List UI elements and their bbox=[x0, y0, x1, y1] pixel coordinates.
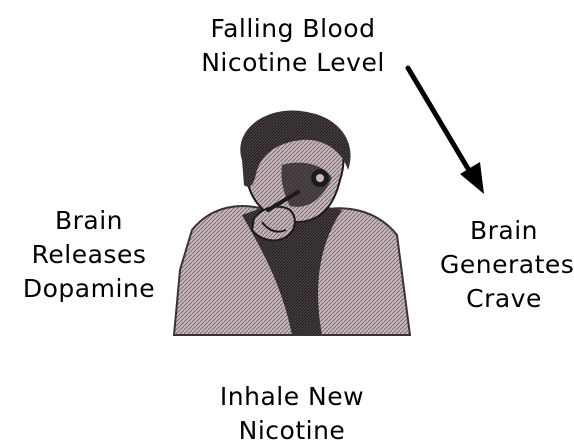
node-brain-releases-dopamine: Brain Releases Dopamine bbox=[14, 204, 164, 306]
node-line: Nicotine Level bbox=[188, 46, 398, 80]
arrow-top-to-right bbox=[400, 60, 500, 200]
node-line: Inhale New bbox=[197, 380, 387, 414]
node-line: Falling Blood bbox=[188, 12, 398, 46]
node-line: Releases bbox=[14, 238, 164, 272]
node-inhale-new-nicotine: Inhale New Nicotine bbox=[197, 380, 387, 448]
node-line: Nicotine bbox=[197, 414, 387, 448]
node-line: Brain bbox=[14, 204, 164, 238]
node-brain-generates-crave: Brain Generates Crave bbox=[440, 214, 568, 316]
node-line: Dopamine bbox=[14, 272, 164, 306]
node-falling-blood-nicotine-level: Falling Blood Nicotine Level bbox=[188, 12, 398, 80]
node-line: Brain bbox=[440, 214, 568, 248]
smoker-icon bbox=[172, 110, 412, 340]
node-line: Crave bbox=[440, 282, 568, 316]
node-line: Generates bbox=[440, 248, 568, 282]
